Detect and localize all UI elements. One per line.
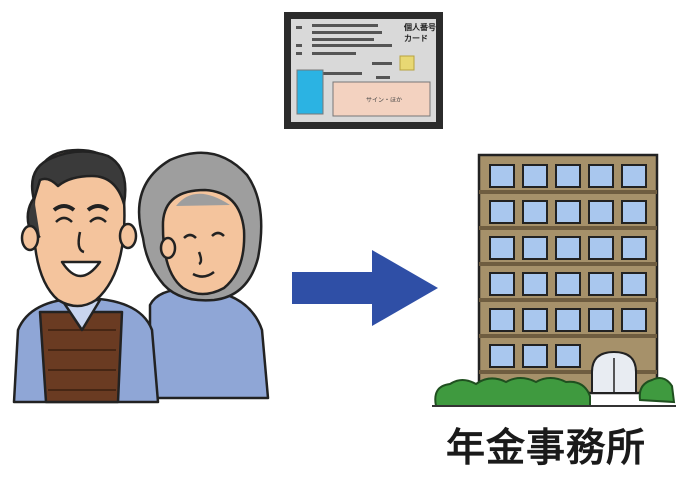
building-window [588, 308, 614, 332]
building-window [489, 344, 515, 368]
elderly-woman [137, 151, 270, 400]
card-signature-text: サイン・ほか [366, 97, 402, 104]
office-building [432, 153, 676, 407]
card-chip [399, 55, 415, 71]
floor-ledge [479, 226, 657, 230]
building-window [489, 272, 515, 296]
building-window [621, 236, 647, 260]
building-window [522, 272, 548, 296]
building-window [555, 308, 581, 332]
card-photo [296, 69, 324, 115]
building-window [522, 236, 548, 260]
elderly-man [12, 148, 160, 404]
building-window [489, 200, 515, 224]
building-window [555, 344, 581, 368]
building-window [522, 164, 548, 188]
building-window [522, 200, 548, 224]
id-card: 個人番号 カード サイン・ほか [284, 12, 443, 129]
building-window [588, 164, 614, 188]
floor-ledge [479, 190, 657, 194]
shrub-right [638, 377, 676, 404]
building-window [588, 272, 614, 296]
building-window [489, 308, 515, 332]
building-window [489, 236, 515, 260]
card-title-line1: 個人番号 [403, 22, 436, 32]
building-window [621, 200, 647, 224]
building-window [588, 236, 614, 260]
building-window [489, 164, 515, 188]
floor-ledge [479, 262, 657, 266]
floor-ledge [479, 334, 657, 338]
shrub-left [434, 377, 591, 407]
arrow-right-icon [292, 250, 438, 326]
building-windows [479, 164, 657, 374]
floor-ledge [479, 370, 657, 374]
floor-ledge [479, 298, 657, 302]
building-window [555, 164, 581, 188]
building-window [555, 200, 581, 224]
building-window [555, 236, 581, 260]
office-label: 年金事務所 [446, 426, 647, 471]
building-window [588, 200, 614, 224]
card-signature-box [332, 81, 431, 117]
card-title-line2: カード [404, 34, 428, 43]
building-window [621, 164, 647, 188]
building-window [522, 308, 548, 332]
building-window [522, 344, 548, 368]
building-window [621, 272, 647, 296]
building-window [621, 308, 647, 332]
building-window [555, 272, 581, 296]
elderly-couple [12, 148, 270, 404]
